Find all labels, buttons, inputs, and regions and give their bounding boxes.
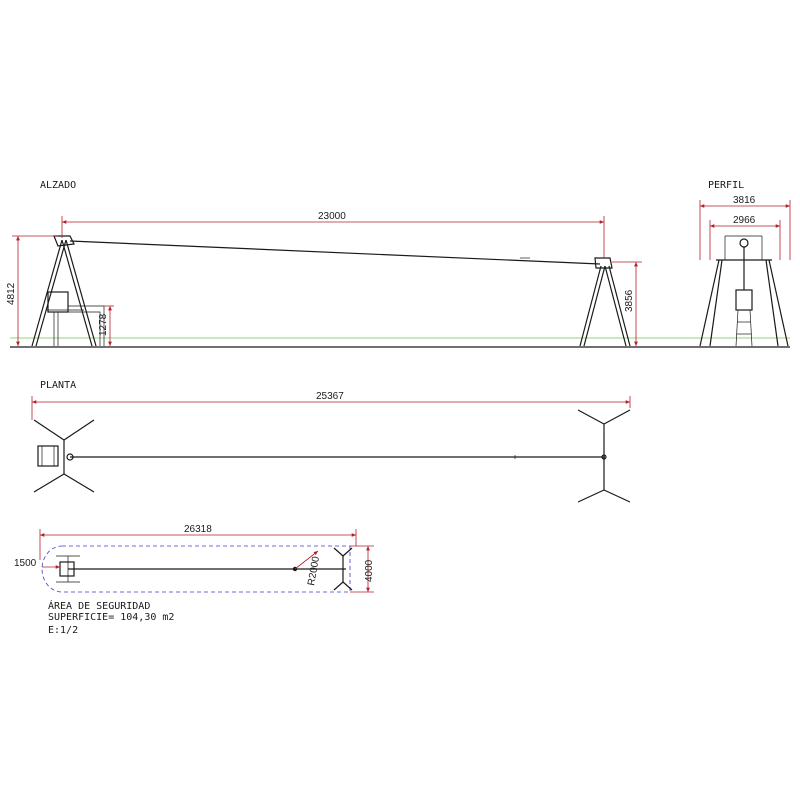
safety-platform — [59, 561, 75, 577]
dim-4000: 4000 — [364, 559, 375, 582]
planta-right-frame — [577, 409, 631, 503]
dim-4812: 4812 — [6, 282, 17, 305]
perfil-view: PERFIL 3816 2966 — [699, 180, 791, 347]
dim-3856: 3856 — [624, 289, 635, 312]
area-title: ÁREA DE SEGURIDAD — [48, 599, 150, 612]
dim-26318: 26318 — [184, 524, 212, 535]
safety-area-view: 26318 R2000 4000 1500 ÁREA DE SEGURIDAD … — [14, 524, 375, 636]
alzado-title: ALZADO — [40, 180, 76, 191]
dim-1278: 1278 — [98, 313, 109, 336]
dim-3816: 3816 — [733, 195, 756, 206]
alzado-view: ALZADO — [6, 180, 790, 348]
planta-platform — [37, 445, 59, 467]
dim-radius: R2000 — [306, 555, 322, 586]
perfil-pulley — [739, 238, 749, 248]
perfil-title: PERFIL — [708, 180, 744, 191]
left-a-frame — [31, 235, 105, 347]
dim-1500: 1500 — [14, 558, 37, 569]
planta-view: PLANTA 25367 — [31, 380, 631, 503]
pulley-housing — [53, 235, 75, 247]
planta-title: PLANTA — [40, 380, 76, 391]
surface-note: SUPERFICIE= 104,30 m2 — [48, 612, 174, 623]
scale-note: E:1/2 — [48, 625, 78, 636]
perfil-seat — [735, 289, 753, 311]
radius-line — [294, 550, 319, 570]
dim-23000: 23000 — [318, 211, 346, 222]
right-a-frame — [579, 257, 631, 347]
planta-left-frame — [33, 419, 95, 493]
dim-25367: 25367 — [316, 391, 344, 402]
end-pulley — [594, 257, 613, 269]
dim-2966: 2966 — [733, 215, 756, 226]
zip-cable — [69, 240, 601, 265]
